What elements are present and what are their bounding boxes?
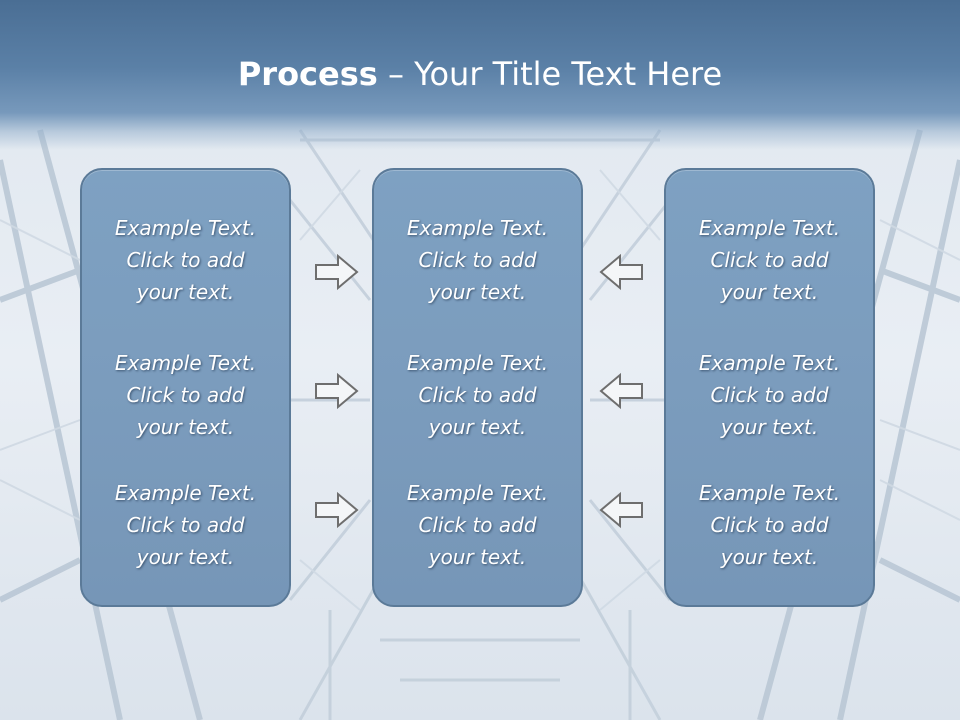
arrow-left-icon (599, 253, 643, 291)
text-item[interactable]: Example Text. Click to add your text. (666, 477, 873, 573)
text-item[interactable]: Example Text. Click to add your text. (82, 477, 289, 573)
text-item[interactable]: Example Text. Click to add your text. (82, 347, 289, 443)
arrow-right-icon (315, 253, 359, 291)
text-line: your text. (136, 415, 235, 439)
text-line: your text. (136, 280, 235, 304)
column-box-left[interactable]: Example Text. Click to add your text. Ex… (80, 168, 291, 607)
text-line: Click to add (126, 248, 245, 272)
text-line: Example Text. (406, 481, 549, 505)
text-line: your text. (720, 415, 819, 439)
text-line: Example Text. (406, 216, 549, 240)
text-line: Example Text. (114, 216, 257, 240)
text-line: Example Text. (698, 216, 841, 240)
column-box-center[interactable]: Example Text. Click to add your text. Ex… (372, 168, 583, 607)
text-line: your text. (428, 545, 527, 569)
text-line: Click to add (418, 248, 537, 272)
text-line: Click to add (418, 513, 537, 537)
text-line: Example Text. (114, 481, 257, 505)
text-line: Click to add (710, 383, 829, 407)
slide-title[interactable]: Process – Your Title Text Here (0, 52, 960, 96)
text-line: Click to add (126, 513, 245, 537)
text-line: Click to add (418, 383, 537, 407)
title-rest-text: – Your Title Text Here (377, 55, 723, 93)
text-line: Example Text. (698, 481, 841, 505)
text-line: Click to add (710, 248, 829, 272)
title-bold-word: Process (237, 55, 378, 93)
text-item[interactable]: Example Text. Click to add your text. (666, 347, 873, 443)
text-item[interactable]: Example Text. Click to add your text. (374, 212, 581, 308)
text-line: Example Text. (698, 351, 841, 375)
text-line: your text. (136, 545, 235, 569)
text-item[interactable]: Example Text. Click to add your text. (666, 212, 873, 308)
text-line: your text. (428, 415, 527, 439)
text-line: Click to add (710, 513, 829, 537)
text-line: your text. (720, 280, 819, 304)
text-line: your text. (720, 545, 819, 569)
text-line: Example Text. (114, 351, 257, 375)
arrow-right-icon (315, 372, 359, 410)
arrow-left-icon (599, 372, 643, 410)
text-item[interactable]: Example Text. Click to add your text. (82, 212, 289, 308)
text-line: Click to add (126, 383, 245, 407)
text-item[interactable]: Example Text. Click to add your text. (374, 477, 581, 573)
arrow-left-icon (599, 491, 643, 529)
column-box-right[interactable]: Example Text. Click to add your text. Ex… (664, 168, 875, 607)
text-line: Example Text. (406, 351, 549, 375)
title-band (0, 0, 960, 150)
text-line: your text. (428, 280, 527, 304)
text-item[interactable]: Example Text. Click to add your text. (374, 347, 581, 443)
arrow-right-icon (315, 491, 359, 529)
